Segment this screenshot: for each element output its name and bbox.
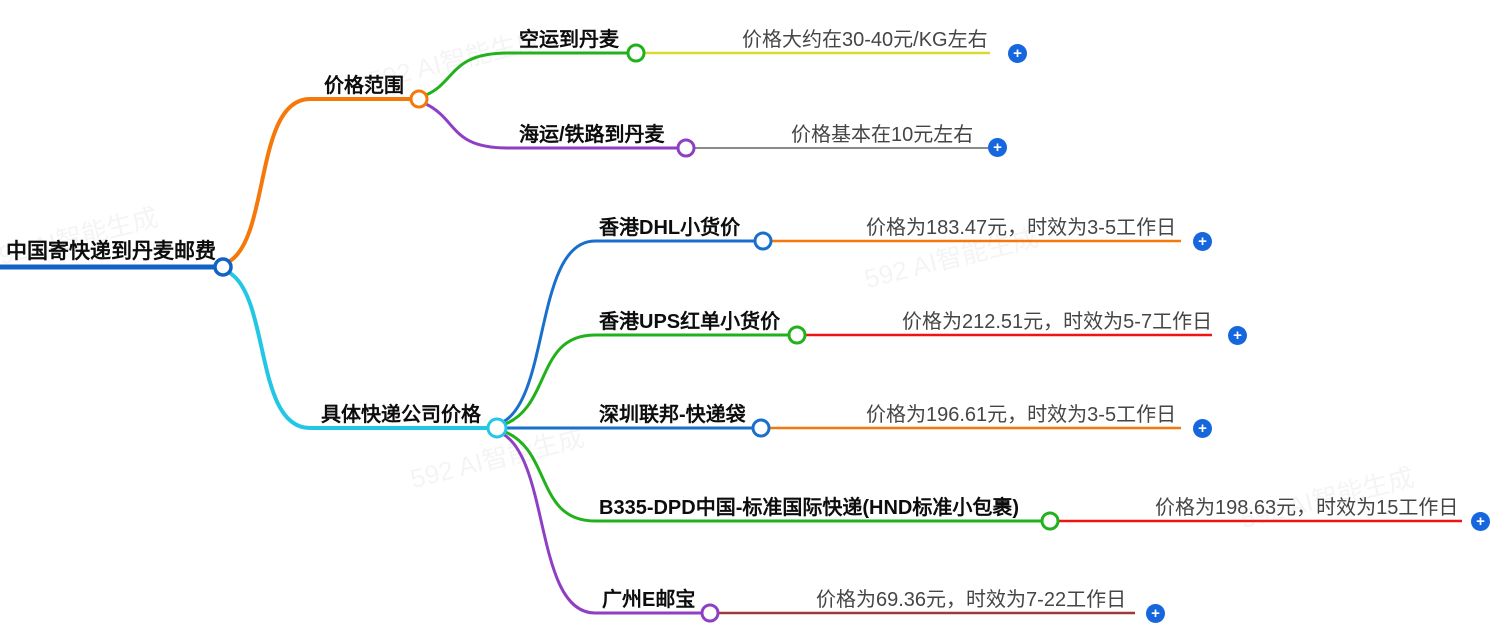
branch-line-sea-rail (425, 102, 678, 150)
node-handle-dpd[interactable] (1040, 511, 1060, 531)
node-handle-hk-dhl[interactable] (753, 231, 773, 251)
node-handle-hk-ups[interactable] (787, 325, 807, 345)
plus-icon: + (1013, 45, 1022, 62)
branch-line-company-prices (228, 271, 489, 430)
node-value-air-freight[interactable]: 价格大约在30-40元/KG左右 (742, 29, 988, 51)
node-label-gz-eub[interactable]: 广州E邮宝 (602, 589, 696, 611)
branch-line-hk-ups (502, 333, 789, 427)
node-label-hk-dhl[interactable]: 香港DHL小货价 (599, 217, 741, 239)
node-handle-company-prices[interactable] (486, 417, 508, 439)
node-handle-root[interactable] (213, 257, 233, 277)
node-handle-sz-fedex[interactable] (751, 418, 771, 438)
node-label-company-prices[interactable]: 具体快递公司价格 (321, 404, 481, 426)
node-handle-price-range[interactable] (409, 89, 429, 109)
expand-button-dpd[interactable]: + (1471, 512, 1490, 531)
node-handle-sea-rail[interactable] (676, 138, 696, 158)
node-value-hk-dhl[interactable]: 价格为183.47元，时效为3-5工作日 (866, 217, 1177, 239)
node-label-dpd[interactable]: B335-DPD中国-标准国际快递(HND标准小包裹) (599, 497, 1020, 519)
node-label-air-freight[interactable]: 空运到丹麦 (519, 29, 619, 51)
expand-button-air-freight[interactable]: + (1008, 44, 1027, 63)
expand-button-hk-dhl[interactable]: + (1193, 232, 1212, 251)
branch-line-gz-eub (502, 432, 702, 615)
node-label-hk-ups[interactable]: 香港UPS红单小货价 (599, 311, 781, 333)
expand-button-sz-fedex[interactable]: + (1193, 419, 1212, 438)
plus-icon: + (993, 139, 1002, 156)
node-label-sea-rail[interactable]: 海运/铁路到丹麦 (519, 124, 665, 146)
branch-line-dpd (502, 429, 1042, 523)
node-label-root[interactable]: 中国寄快递到丹麦邮费 (6, 240, 216, 263)
expand-button-gz-eub[interactable]: + (1146, 604, 1165, 623)
plus-icon: + (1476, 513, 1485, 530)
plus-icon: + (1151, 605, 1160, 622)
node-handle-gz-eub[interactable] (700, 603, 720, 623)
node-value-sea-rail[interactable]: 价格基本在10元左右 (791, 124, 974, 146)
node-label-sz-fedex[interactable]: 深圳联邦-快递袋 (599, 404, 746, 426)
branch-line-air-freight (425, 51, 628, 97)
node-handle-air-freight[interactable] (626, 43, 646, 63)
node-label-price-range[interactable]: 价格范围 (324, 75, 404, 97)
node-value-gz-eub[interactable]: 价格为69.36元，时效为7-22工作日 (816, 589, 1127, 611)
node-value-dpd[interactable]: 价格为198.63元，时效为15工作日 (1155, 497, 1459, 519)
expand-button-hk-ups[interactable]: + (1228, 326, 1247, 345)
plus-icon: + (1198, 233, 1207, 250)
plus-icon: + (1233, 327, 1242, 344)
expand-button-sea-rail[interactable]: + (988, 138, 1007, 157)
branch-line-hk-dhl (502, 239, 755, 424)
branch-line-price-range (228, 97, 411, 263)
node-value-hk-ups[interactable]: 价格为212.51元，时效为5-7工作日 (902, 311, 1213, 333)
node-value-sz-fedex[interactable]: 价格为196.61元，时效为3-5工作日 (866, 404, 1177, 426)
plus-icon: + (1198, 420, 1207, 437)
